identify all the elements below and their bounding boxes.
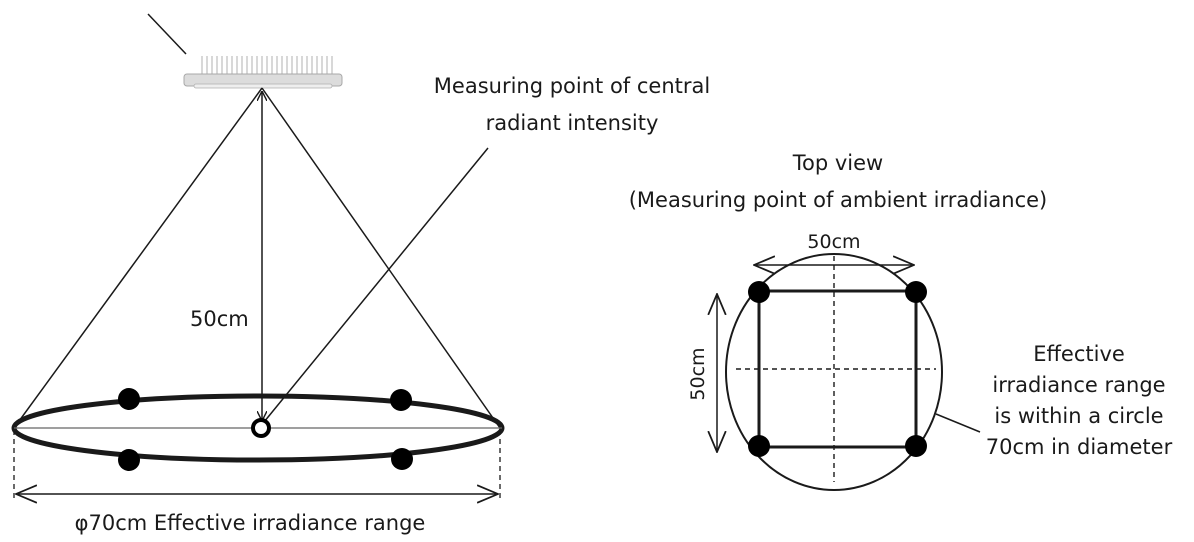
top-view-measuring-dot — [748, 281, 770, 303]
central-measuring-label: Measuring point of central radiant inten… — [433, 74, 711, 135]
lamp-pointer-line — [147, 13, 187, 55]
range-note-pointer — [935, 413, 981, 433]
central-pointer-line — [263, 147, 489, 423]
range-note: Effective irradiance range is within a c… — [985, 342, 1173, 459]
cone-line-left — [13, 87, 263, 429]
central-measuring-point — [251, 418, 271, 438]
measuring-point-dot — [118, 449, 140, 471]
heatsink-fins — [201, 56, 333, 76]
measuring-point-dot — [391, 448, 413, 470]
lamp-fixture — [183, 56, 343, 89]
diameter-label: φ70cm Effective irradiance range — [74, 511, 426, 535]
top-view-measuring-dot — [905, 435, 927, 457]
distance-label: 50cm — [190, 307, 249, 331]
cone-line-right — [261, 87, 501, 429]
top-view-measuring-dot — [748, 435, 770, 457]
top-view-subtitle: (Measuring point of ambient irradiance) — [628, 188, 1048, 212]
measuring-point-dot — [390, 389, 412, 411]
top-view-width-label: 50cm — [807, 231, 861, 253]
measuring-point-dot — [118, 388, 140, 410]
top-view-height-label: 50cm — [687, 347, 709, 401]
top-view-measuring-dot — [905, 281, 927, 303]
top-view-title: Top view — [792, 151, 884, 175]
